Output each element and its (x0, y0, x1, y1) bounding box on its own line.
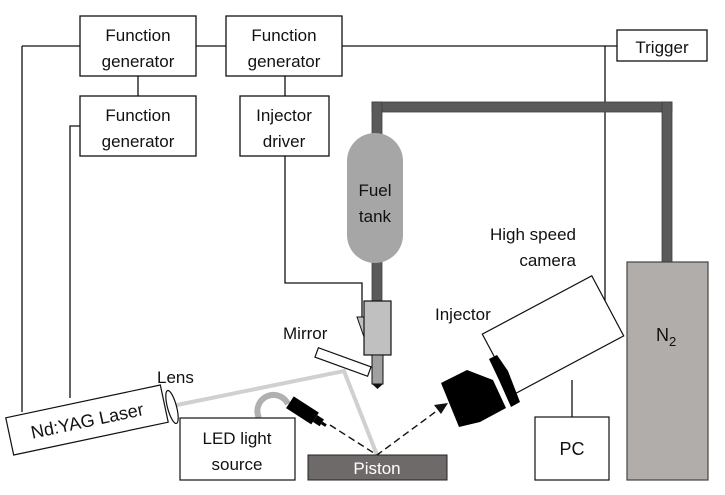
led-fiber (254, 391, 291, 420)
camera-lens (441, 355, 520, 427)
n2-cylinder: N2 (626, 261, 709, 481)
function-generator-2-label-line1: Function (251, 26, 316, 45)
injector-driver-label-line2: driver (263, 132, 306, 151)
trigger-box: Trigger (616, 29, 708, 62)
laser-beam (171, 368, 379, 456)
fuel-tank: Fuel tank (347, 133, 403, 263)
fuel-tank-label-line2: tank (359, 207, 392, 226)
injector (356, 300, 392, 389)
wire-laser-fg3 (69, 125, 80, 398)
led-label-line1: LED light (203, 429, 272, 448)
function-generator-1-label-line1: Function (105, 26, 170, 45)
n2-label: N2 (656, 325, 676, 349)
led-label-line2: source (211, 455, 262, 474)
lens (165, 389, 179, 425)
n2-label-subscript: 2 (669, 334, 676, 349)
function-generator-3-label-line1: Function (105, 106, 170, 125)
led-head (286, 396, 327, 427)
camera-label-line2: camera (519, 251, 576, 270)
nd-yag-laser: Nd:YAG Laser (5, 384, 169, 456)
injector-driver-label-line1: Injector (256, 106, 312, 125)
function-generator-3: Function generator (79, 95, 197, 157)
piston: Piston (307, 454, 448, 481)
function-generator-3-label-line2: generator (102, 132, 175, 151)
injector-label: Injector (435, 305, 491, 324)
light-path-arrowhead (434, 403, 448, 414)
fuel-tank-label-line1: Fuel (358, 181, 391, 200)
mirror (314, 346, 372, 378)
led-light-path (329, 409, 439, 456)
injector-driver: Injector driver (239, 95, 330, 157)
pc-box: PC (534, 416, 610, 481)
function-generator-2: Function generator (225, 15, 343, 77)
trigger-label: Trigger (635, 38, 689, 57)
mirror-label: Mirror (283, 324, 328, 343)
lens-label: Lens (157, 368, 194, 387)
led-light-source: LED light source (179, 417, 296, 481)
function-generator-1-label-line2: generator (102, 52, 175, 71)
n2-label-main: N (656, 325, 669, 345)
pc-label: PC (559, 439, 584, 459)
wire-driver-injector (284, 156, 363, 320)
camera-label-line1: High speed (490, 225, 576, 244)
function-generator-1: Function generator (79, 15, 197, 77)
function-generator-2-label-line2: generator (248, 52, 321, 71)
piston-label: Piston (353, 459, 400, 478)
